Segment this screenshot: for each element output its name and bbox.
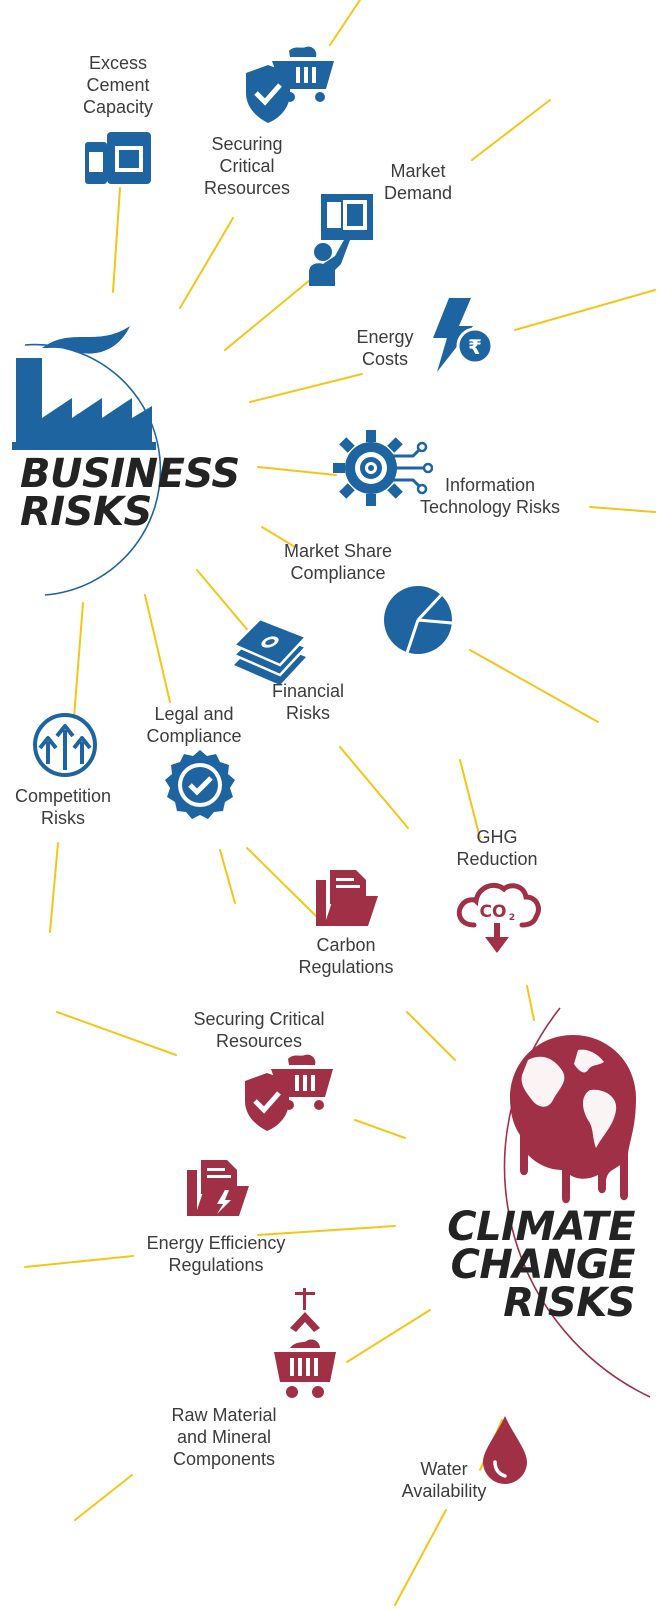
connector-line	[329, 0, 361, 46]
badge-check-icon	[165, 750, 235, 819]
climate-title-line2: CHANGE	[450, 1242, 636, 1288]
connector-line	[144, 594, 171, 703]
market-share-compliance-label: Market Share Compliance	[283, 541, 393, 583]
energy-document-icon	[187, 1160, 249, 1216]
connector-line	[246, 847, 319, 919]
connector-line	[249, 373, 363, 403]
connector-line	[339, 746, 409, 829]
connector-line	[219, 849, 236, 904]
connector-line	[24, 1255, 134, 1268]
connector-line	[394, 1509, 447, 1606]
co2-text: CO	[480, 902, 507, 922]
connector-line	[56, 1011, 177, 1056]
energy-efficiency-regulations-label: Energy Efficiency Regulations	[146, 1233, 286, 1275]
securing-critical-resources-label: Securing Critical Resources	[203, 134, 291, 198]
circuit-gear-icon	[333, 430, 433, 506]
presenter-board-icon	[309, 194, 373, 286]
connector-line	[261, 526, 296, 548]
factory-icon	[12, 326, 156, 450]
climate-title-line1: CLIMATE	[447, 1204, 635, 1250]
carbon-regulations-label: Carbon Regulations	[298, 935, 394, 977]
climate-hub-title: CLIMATE CHANGE RISKS	[447, 1204, 636, 1326]
arrows-up-circle-icon	[33, 713, 97, 777]
legal-and-compliance-label: Legal and Compliance	[146, 704, 242, 746]
connector-line	[74, 1474, 133, 1521]
connector-line	[346, 1309, 431, 1363]
pie-chart-icon	[384, 586, 453, 654]
water-drop-icon	[483, 1416, 527, 1484]
cement-bags-icon	[85, 132, 151, 184]
ghg-reduction-label: GHG Reduction	[456, 827, 538, 869]
connector-line	[469, 649, 599, 723]
business-hub-title: BUSINESS RISKS	[20, 451, 240, 535]
market-demand-label: Market Demand	[383, 161, 453, 203]
connector-line	[49, 842, 59, 933]
shield-cart-icon	[246, 46, 334, 123]
connector-line	[471, 99, 551, 161]
svg-text:₹: ₹	[468, 335, 482, 359]
business-title-line1: BUSINESS	[20, 451, 240, 497]
connector-line	[224, 279, 311, 351]
raw-material-label: Raw Material and Mineral Components	[171, 1405, 277, 1469]
connector-line	[257, 466, 337, 476]
information-technology-risks-label: Information Technology Risks	[419, 475, 561, 517]
connector-line	[196, 569, 251, 634]
connector-line	[459, 759, 481, 839]
melting-globe-icon	[510, 1035, 636, 1204]
financial-risks-label: Financial Risks	[271, 681, 345, 723]
excavator-cart-icon	[274, 1288, 336, 1398]
climate-title-line3: RISKS	[503, 1280, 635, 1326]
connector-line	[73, 602, 84, 719]
business-hub-circle	[24, 343, 162, 596]
connector-line	[354, 1119, 406, 1139]
water-availability-label: Water Availability	[401, 1459, 487, 1501]
money-stack-icon	[232, 617, 307, 685]
folder-document-icon	[316, 870, 378, 926]
business-title-line2: RISKS	[20, 489, 152, 535]
connector-line	[179, 217, 234, 309]
climate-securing-critical-resources-label: Securing Critical Resources	[193, 1009, 325, 1051]
shield-cart-icon	[245, 1054, 333, 1131]
co2-cloud-icon: CO 2	[456, 883, 541, 953]
connector-line	[257, 1225, 396, 1236]
excess-cement-capacity-label: Excess Cement Capacity	[82, 53, 154, 117]
co2-subscript: 2	[509, 913, 515, 923]
energy-costs-label: Energy Costs	[356, 327, 414, 369]
connector-line	[406, 1011, 456, 1061]
connector-line	[112, 187, 121, 293]
competition-risks-label: Competition Risks	[14, 786, 112, 828]
connector-line	[514, 289, 656, 331]
connector-line	[526, 985, 535, 1021]
connector-line	[589, 506, 656, 513]
lightning-rupee-icon: ₹	[433, 298, 494, 372]
